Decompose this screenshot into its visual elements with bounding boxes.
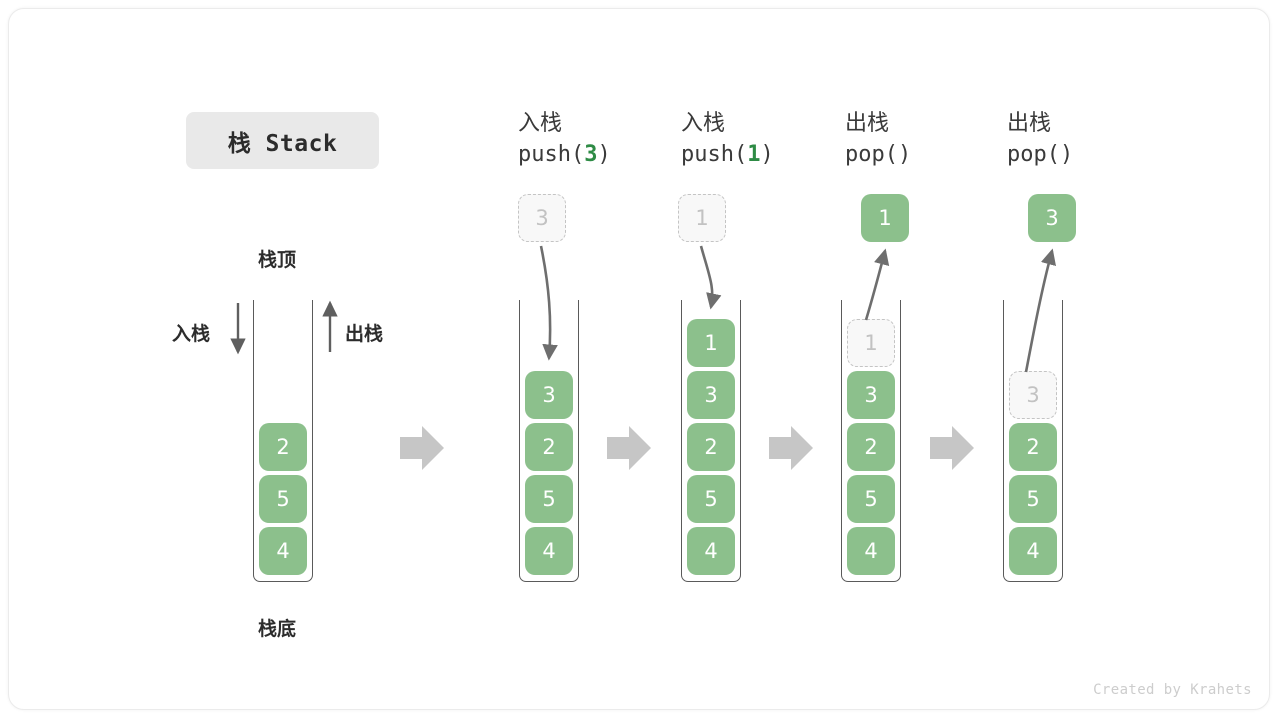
- credit-text: Created by Krahets: [1093, 682, 1252, 698]
- floating-cell-ghost: 3: [518, 194, 566, 242]
- stack-container-pop-1: [841, 300, 901, 582]
- stack-top-label: 栈顶: [258, 249, 297, 271]
- stack-cell: 4: [687, 527, 735, 575]
- floating-cell-popped: 3: [1028, 194, 1076, 242]
- column-header-pop-1: 出栈 pop(): [845, 108, 1015, 170]
- stack-cell: 2: [525, 423, 573, 471]
- column-header-cn: 入栈: [681, 111, 726, 136]
- stack-cell: 5: [687, 475, 735, 523]
- pop-side-label: 出栈: [345, 323, 384, 345]
- column-header-push-1: 入栈 push(1): [681, 108, 851, 170]
- column-header-arg: 3: [584, 142, 598, 168]
- stack-cell-ghost: 1: [847, 319, 895, 367]
- stack-cell: 4: [1009, 527, 1057, 575]
- stack-cell: 3: [525, 371, 573, 419]
- stack-cell: 3: [687, 371, 735, 419]
- stack-cell-ghost: 3: [1009, 371, 1057, 419]
- stack-container-push-3: [519, 300, 579, 582]
- stack-cell: 5: [525, 475, 573, 523]
- column-header-code: push(3): [518, 142, 611, 168]
- stack-container-initial: [253, 300, 313, 582]
- stack-cell: 5: [259, 475, 307, 523]
- stack-cell: 1: [687, 319, 735, 367]
- column-header-cn: 出栈: [845, 111, 890, 136]
- column-header-cn: 出栈: [1007, 111, 1052, 136]
- stack-cell: 2: [259, 423, 307, 471]
- stack-cell: 4: [259, 527, 307, 575]
- floating-cell-ghost: 1: [678, 194, 726, 242]
- column-header-code: pop(): [845, 142, 912, 168]
- column-header-code: pop(): [1007, 142, 1074, 168]
- stack-cell: 5: [1009, 475, 1057, 523]
- stack-cell: 2: [687, 423, 735, 471]
- stack-cell: 2: [1009, 423, 1057, 471]
- stack-container-pop-2: [1003, 300, 1063, 582]
- stack-cell: 4: [525, 527, 573, 575]
- column-header-code: push(1): [681, 142, 774, 168]
- stack-cell: 2: [847, 423, 895, 471]
- stack-bottom-label: 栈底: [258, 618, 297, 640]
- stack-cell: 5: [847, 475, 895, 523]
- title-badge: 栈 Stack: [186, 112, 379, 169]
- stack-cell: 4: [847, 527, 895, 575]
- push-side-label: 入栈: [172, 323, 211, 345]
- floating-cell-popped: 1: [861, 194, 909, 242]
- column-header-push-3: 入栈 push(3): [518, 108, 688, 170]
- column-header-pop-2: 出栈 pop(): [1007, 108, 1177, 170]
- stack-cell: 3: [847, 371, 895, 419]
- column-header-cn: 入栈: [518, 111, 563, 136]
- column-header-arg: 1: [747, 142, 761, 168]
- stack-container-push-1: [681, 300, 741, 582]
